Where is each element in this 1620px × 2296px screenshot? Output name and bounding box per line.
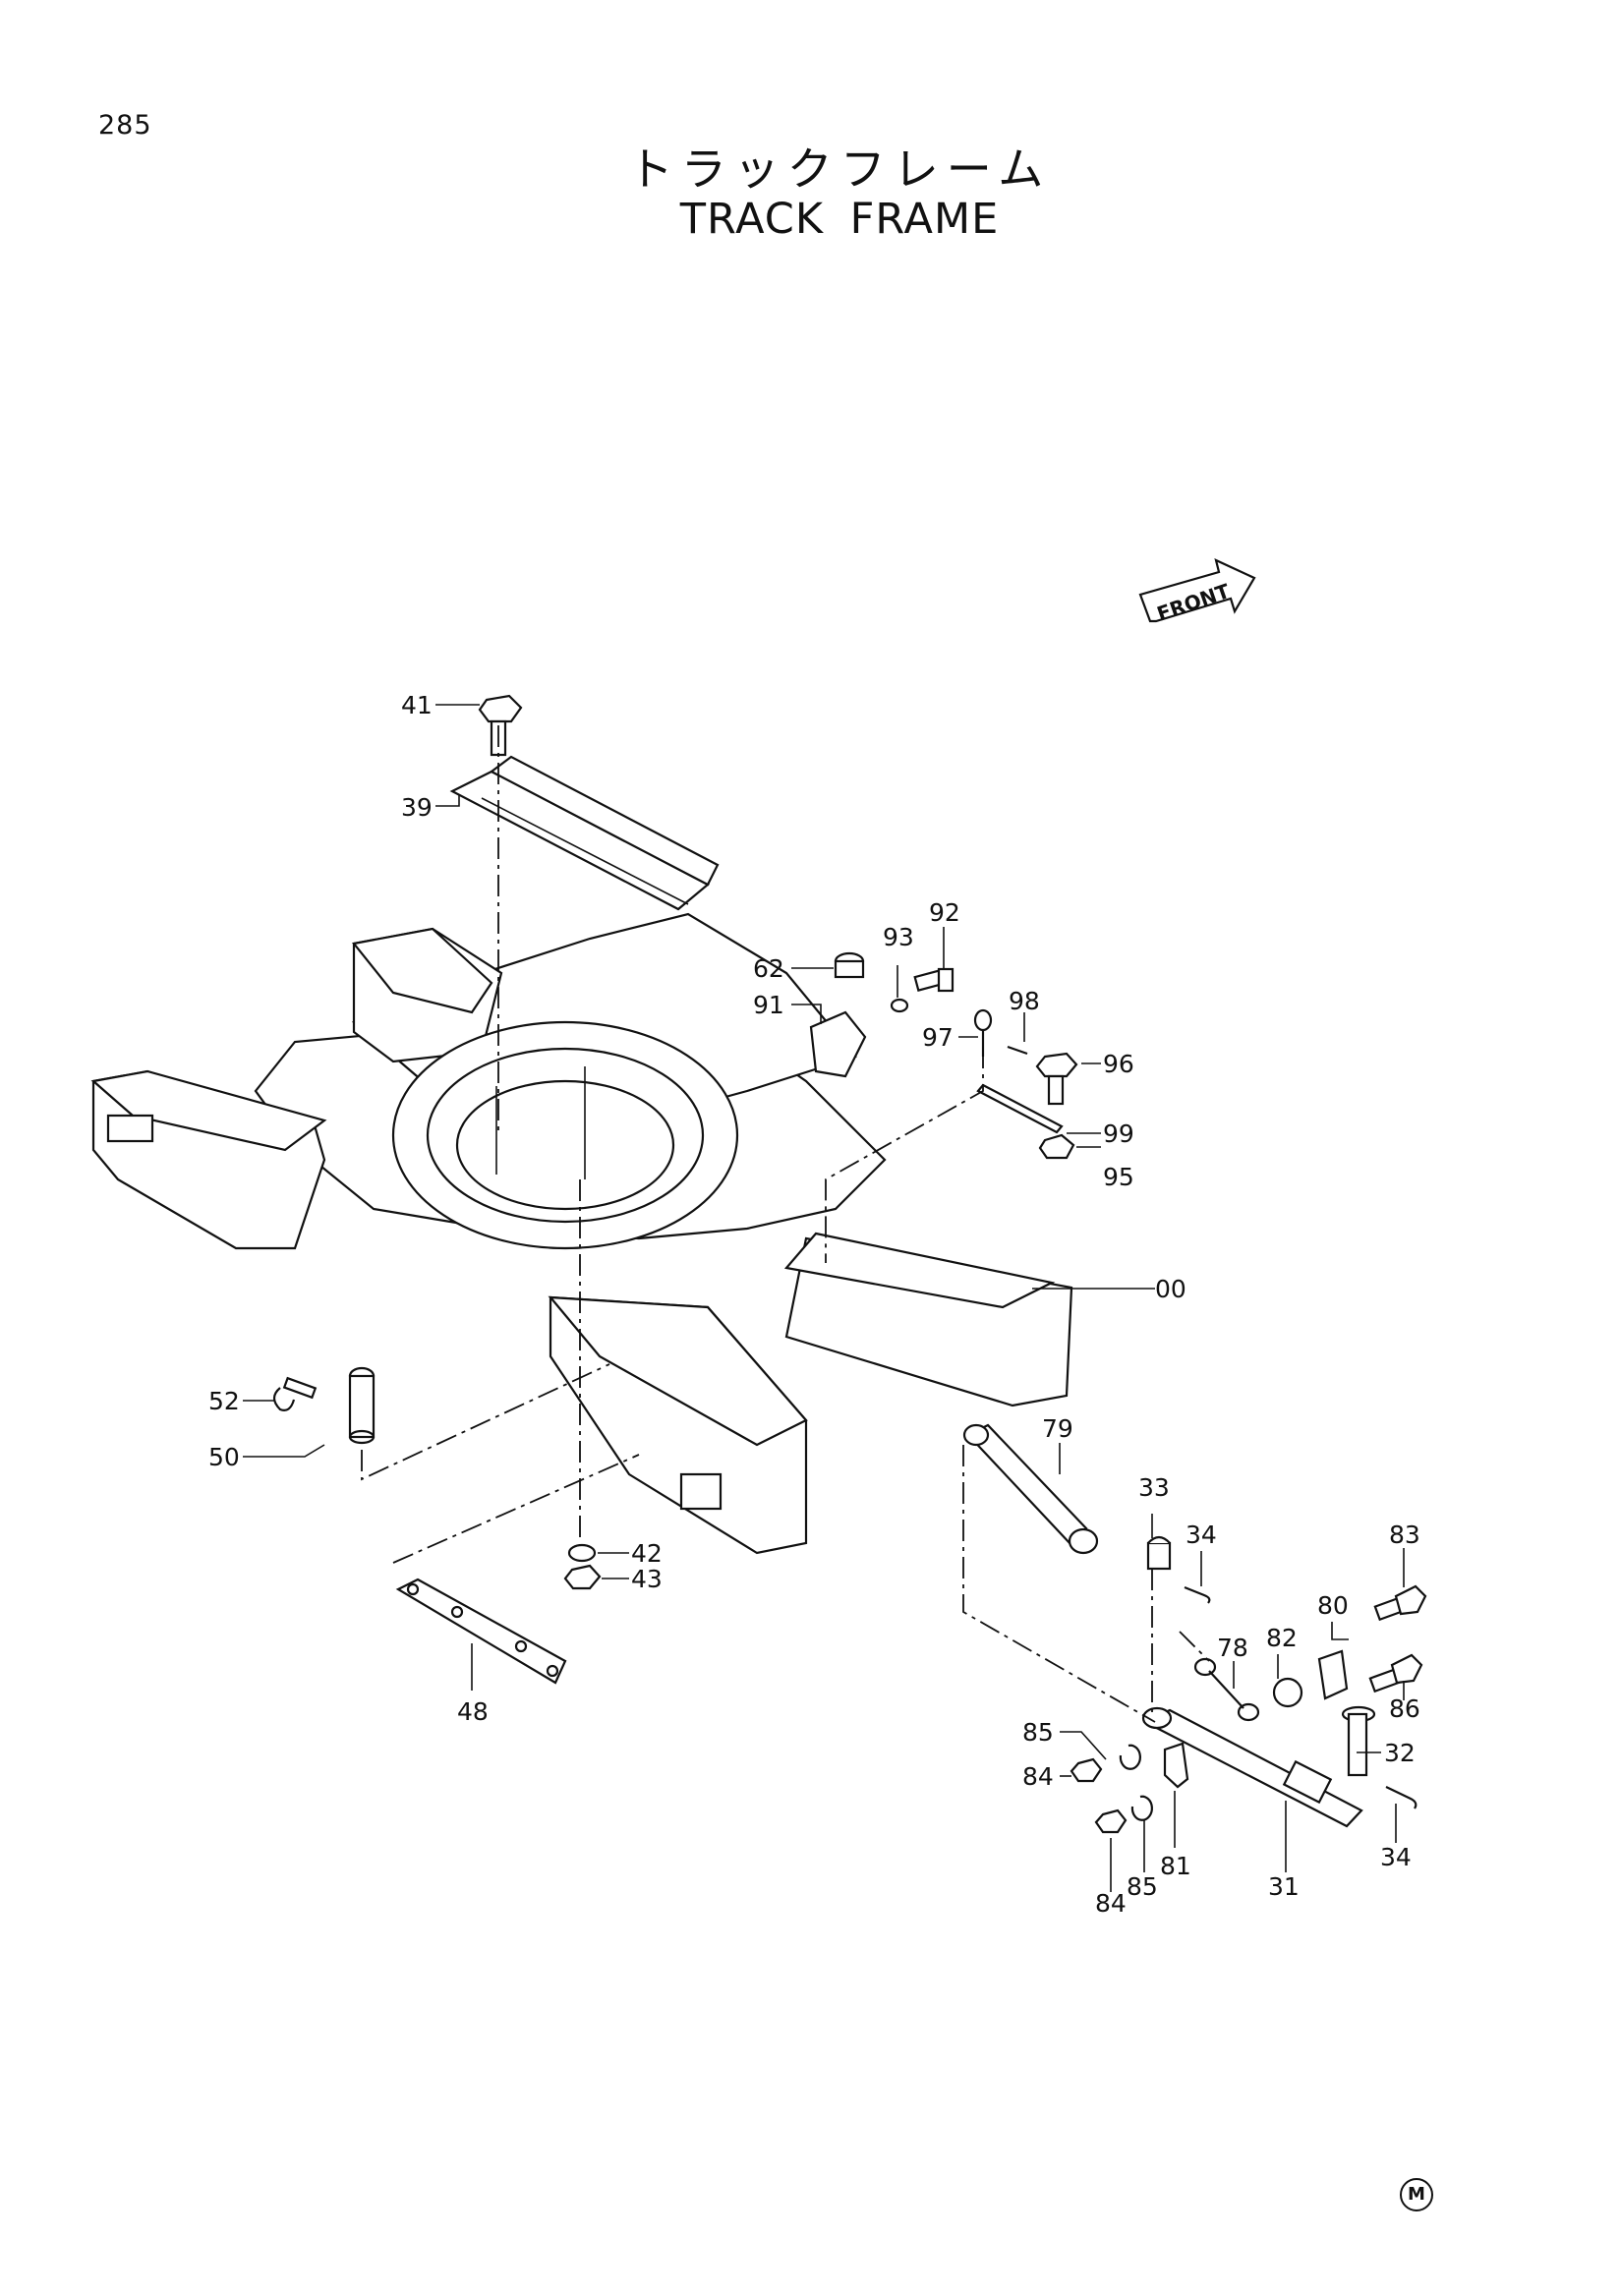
part-43-nut — [563, 1564, 602, 1590]
part-78-link — [1193, 1657, 1260, 1722]
part-99-link — [976, 1083, 1064, 1134]
part-83-bolt — [1373, 1584, 1427, 1622]
part-98-pin — [1007, 1045, 1028, 1056]
callout-62: 62 — [753, 954, 784, 983]
callout-86: 86 — [1389, 1694, 1420, 1723]
page-number: 285 — [98, 110, 152, 141]
callout-91: 91 — [753, 991, 784, 1019]
part-84-nut-top — [1070, 1757, 1103, 1783]
callout-labels: 41 39 62 93 92 91 98 97 96 99 95 00 52 5… — [208, 691, 1420, 1918]
callout-34-top: 34 — [1186, 1521, 1217, 1549]
callout-99: 99 — [1103, 1119, 1134, 1148]
callout-43: 43 — [631, 1565, 663, 1593]
callout-33: 33 — [1138, 1473, 1170, 1502]
part-95-nut — [1038, 1133, 1075, 1160]
front-arrow: FRONT — [1138, 558, 1256, 626]
part-62-cap-body — [834, 959, 865, 979]
callout-50: 50 — [208, 1443, 240, 1471]
part-48-plate — [395, 1578, 567, 1685]
callout-96: 96 — [1103, 1050, 1134, 1078]
callout-98: 98 — [1009, 987, 1040, 1015]
part-31-rod — [1141, 1706, 1363, 1828]
track-frame-body — [90, 912, 1073, 1555]
part-93-washer — [890, 998, 909, 1013]
part-34-cotter-top — [1184, 1585, 1211, 1604]
callout-92: 92 — [929, 898, 960, 927]
part-86-bolt — [1368, 1653, 1423, 1693]
part-84-nut-bottom — [1094, 1808, 1128, 1834]
callout-84-top: 84 — [1022, 1762, 1054, 1791]
callout-31: 31 — [1268, 1872, 1300, 1901]
callout-32: 32 — [1384, 1739, 1416, 1767]
part-82-bushing — [1272, 1677, 1303, 1708]
callout-85-top: 85 — [1022, 1718, 1054, 1747]
part-80-bracket — [1317, 1649, 1349, 1700]
leader-lines — [243, 704, 1405, 1892]
part-32-pin — [1341, 1705, 1376, 1777]
part-81-clip — [1163, 1742, 1189, 1789]
part-42-washer — [567, 1543, 597, 1563]
part-92-bolt — [913, 967, 955, 993]
callout-52: 52 — [208, 1387, 240, 1415]
callout-41: 41 — [401, 691, 433, 719]
corner-mark: M — [1400, 2178, 1433, 2211]
callout-84-bottom: 84 — [1095, 1889, 1127, 1918]
callout-00: 00 — [1155, 1275, 1186, 1303]
callout-82: 82 — [1266, 1624, 1298, 1652]
callout-78: 78 — [1217, 1634, 1248, 1662]
callout-48: 48 — [457, 1697, 489, 1726]
title-japanese: トラックフレーム — [627, 143, 1052, 196]
callout-97: 97 — [922, 1023, 954, 1052]
callout-93: 93 — [883, 923, 914, 951]
title-english: TRACK FRAME — [679, 195, 1000, 244]
part-85-washer-top — [1119, 1744, 1141, 1770]
callout-85-bottom: 85 — [1127, 1872, 1158, 1901]
part-34-cotter-bottom — [1385, 1786, 1418, 1809]
callout-95: 95 — [1103, 1163, 1134, 1191]
part-50-pin — [348, 1366, 376, 1445]
callout-80: 80 — [1317, 1591, 1349, 1620]
callout-79: 79 — [1042, 1414, 1073, 1443]
part-91-bracket — [809, 1010, 867, 1078]
part-41-bolt — [478, 694, 523, 757]
assembly-lines — [361, 725, 1210, 1723]
part-85-washer-bottom — [1130, 1795, 1153, 1821]
part-96-bolt — [1035, 1052, 1078, 1106]
callout-83: 83 — [1389, 1521, 1420, 1549]
part-79-tensioner — [962, 1423, 1099, 1555]
part-52-pin — [272, 1376, 318, 1411]
callout-81: 81 — [1160, 1852, 1191, 1880]
callout-42: 42 — [631, 1539, 663, 1568]
part-39-plate — [449, 755, 720, 911]
callout-39: 39 — [401, 793, 433, 822]
part-33-pin — [1146, 1535, 1172, 1571]
callout-34-bottom: 34 — [1380, 1843, 1412, 1871]
